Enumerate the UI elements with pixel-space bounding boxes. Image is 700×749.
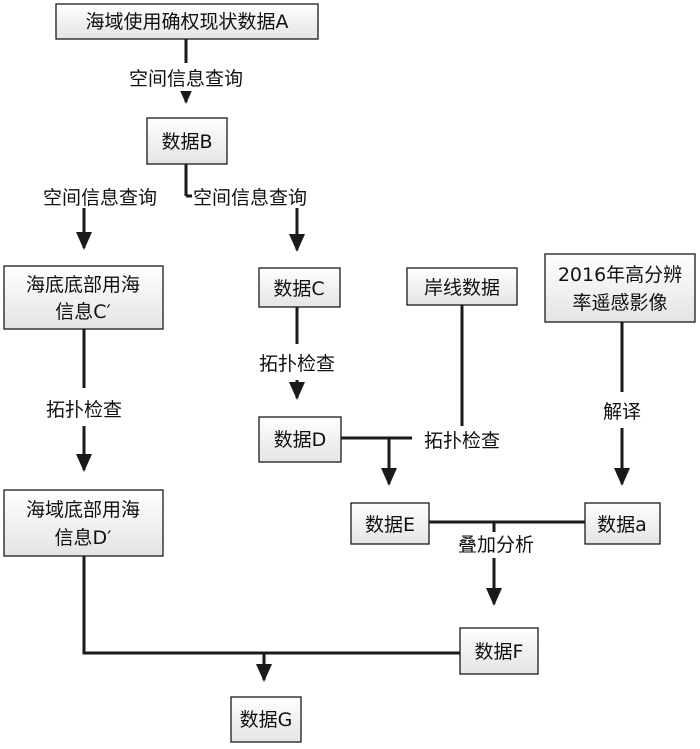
node-data-a: 海域使用确权现状数据A [55, 3, 319, 40]
edge-label-imagery-a: 解译 [598, 394, 646, 426]
node-data-e: 数据E [350, 502, 430, 545]
svg-text:率遥感影像: 率遥感影像 [572, 292, 667, 314]
node-data-g: 数据G [230, 696, 302, 743]
svg-text:海底底部用海: 海底底部用海 [26, 274, 140, 296]
edge-label-b-c-prime: 空间信息查询 [43, 187, 157, 209]
svg-text:拓扑检查: 拓扑检查 [424, 430, 500, 452]
svg-text:信息D′: 信息D′ [55, 527, 112, 549]
svg-text:岸线数据: 岸线数据 [424, 277, 500, 299]
svg-text:2016年高分辨: 2016年高分辨 [558, 264, 682, 286]
node-info-c-prime: 海底底部用海 信息C′ [3, 265, 164, 330]
edge-label-a-b: 空间信息查询 [110, 63, 262, 91]
edge-label-c-prime-d-prime: 拓扑检查 [36, 390, 132, 424]
svg-text:信息C′: 信息C′ [55, 301, 111, 323]
node-data-d: 数据D [258, 416, 342, 463]
svg-text:空间信息查询: 空间信息查询 [193, 187, 307, 209]
svg-text:拓扑检查: 拓扑检查 [46, 399, 122, 421]
svg-text:解译: 解译 [603, 401, 641, 423]
svg-text:叠加分析: 叠加分析 [458, 534, 534, 556]
node-data-f: 数据F [459, 627, 539, 675]
node-data-a-lower: 数据a [584, 502, 661, 545]
node-imagery-2016: 2016年高分辨 率遥感影像 [544, 253, 696, 323]
svg-text:拓扑检查: 拓扑检查 [259, 353, 335, 375]
node-shoreline-data: 岸线数据 [406, 267, 518, 306]
edge-label-to-e: 拓扑检查 [414, 428, 510, 452]
svg-text:数据D: 数据D [274, 429, 327, 451]
edge-label-b-c: 空间信息查询 [193, 187, 307, 209]
node-data-c: 数据C [258, 267, 341, 308]
svg-text:数据C: 数据C [273, 278, 324, 300]
svg-text:空间信息查询: 空间信息查询 [43, 187, 157, 209]
svg-text:数据B: 数据B [161, 131, 212, 153]
connector-d-prime-g [82, 556, 460, 655]
edge-label-to-f: 叠加分析 [448, 532, 544, 558]
node-data-b: 数据B [146, 117, 228, 165]
svg-text:空间信息查询: 空间信息查询 [129, 68, 243, 90]
svg-text:数据a: 数据a [597, 514, 647, 536]
node-info-d-prime: 海域底部用海 信息D′ [3, 489, 164, 557]
svg-text:海域使用确权现状数据A: 海域使用确权现状数据A [86, 11, 289, 33]
svg-text:海域底部用海: 海域底部用海 [26, 499, 140, 521]
svg-text:数据E: 数据E [365, 514, 415, 536]
svg-text:数据G: 数据G [240, 709, 293, 731]
svg-text:数据F: 数据F [475, 641, 524, 663]
edge-label-c-d: 拓扑检查 [249, 346, 345, 378]
